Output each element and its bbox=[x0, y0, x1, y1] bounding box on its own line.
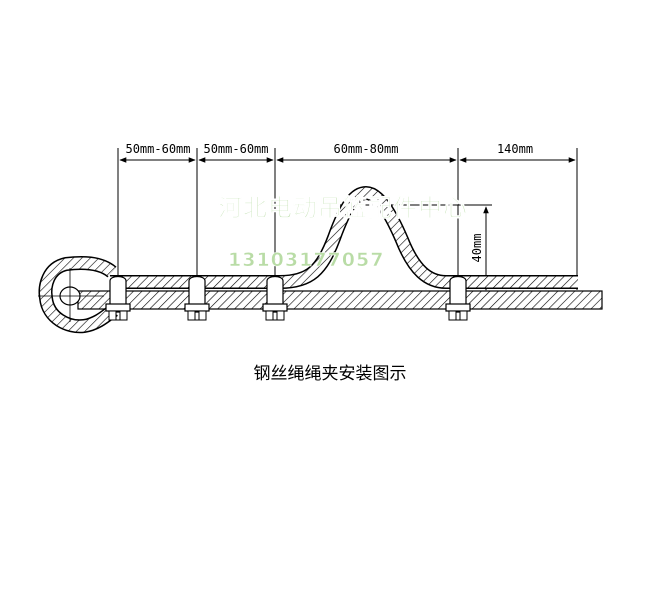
rope-eye-thimble bbox=[38, 256, 119, 334]
extension-lines bbox=[117, 148, 578, 290]
dim-label-loop-height: 40mm bbox=[470, 234, 484, 263]
wire-rope-clip-4 bbox=[445, 275, 471, 321]
watermark-phone: 13103177057 bbox=[228, 249, 384, 271]
dim-label-loop-span: 60mm-80mm bbox=[333, 142, 398, 156]
main-rope bbox=[77, 290, 603, 310]
dimension-lines bbox=[119, 157, 576, 291]
watermark-company: 河北电动吊篮配件中心 bbox=[218, 194, 468, 222]
wire-rope-clip-1 bbox=[105, 275, 131, 321]
dim-label-spacing-2: 50mm-60mm bbox=[203, 142, 268, 156]
dim-label-tail-length: 140mm bbox=[497, 142, 533, 156]
wire-rope-clip-2 bbox=[184, 275, 210, 321]
tail-rope-with-loop bbox=[110, 185, 578, 289]
wire-rope-clip-3 bbox=[262, 275, 288, 321]
diagram-caption: 钢丝绳绳夹安装图示 bbox=[254, 364, 407, 384]
dim-label-spacing-1: 50mm-60mm bbox=[125, 142, 190, 156]
